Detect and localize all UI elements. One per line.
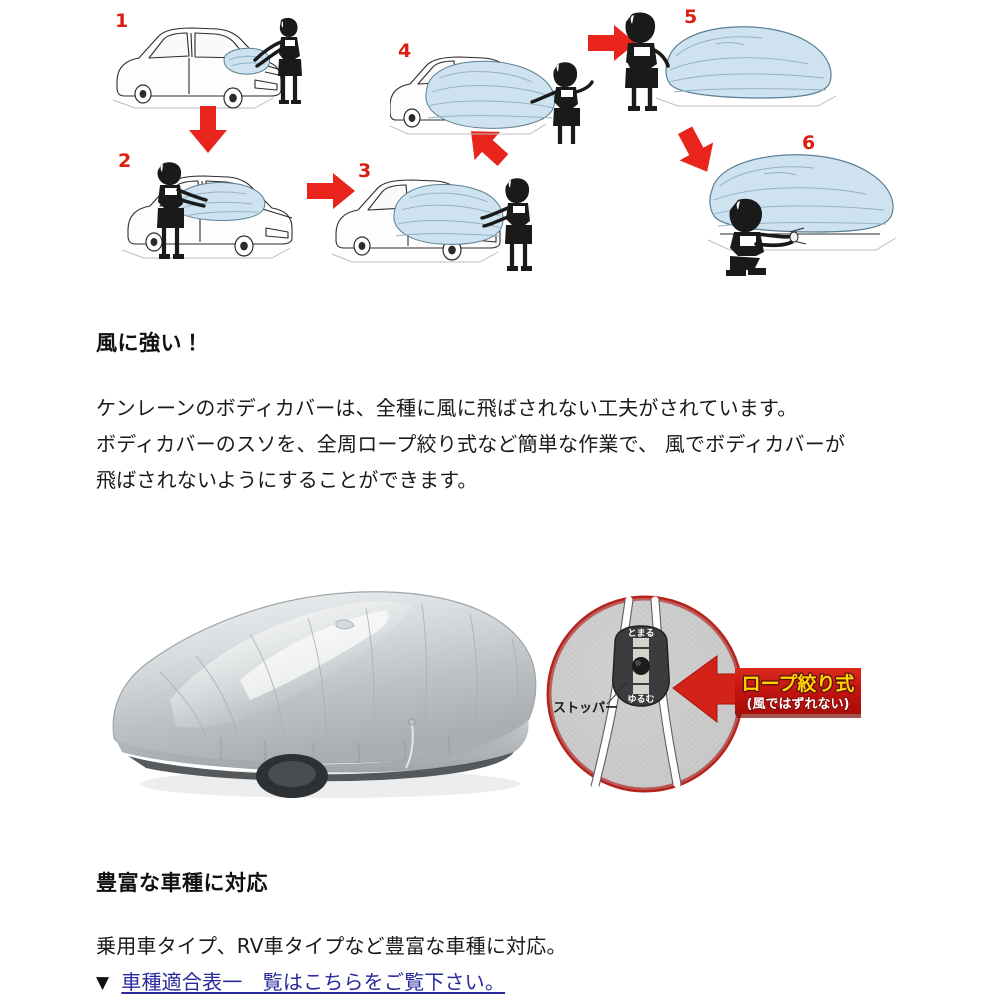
cover-step-2	[171, 182, 266, 221]
stopper-top-label: とまる	[627, 628, 654, 639]
arrow-step3-to-step4	[464, 118, 516, 172]
wind-section-heading: 風に強い！	[96, 331, 204, 355]
vehicles-section-heading: 豊富な車種に対応	[96, 871, 268, 895]
vehicle-compatibility-link[interactable]: 車種適合表一 覧はこちらをご覧下さい。	[121, 970, 506, 994]
person-step-5	[625, 12, 670, 111]
vehicles-paragraph-line-1: 乗用車タイプ、RV車タイプなど豊富な車種に対応。	[96, 934, 567, 958]
step-6-number: 6	[802, 132, 816, 154]
wind-paragraph-line-2: ボディカバーのスソを、全周ロープ絞り式など簡単な作業で、 風でボディカバーが	[96, 432, 846, 456]
person-step-6	[726, 198, 807, 276]
cover-step-5	[665, 26, 832, 99]
wind-paragraph-line-1: ケンレーンのボディカバーは、全種に風に飛ばされない工夫がされています。	[96, 396, 798, 420]
step-1-illustration: 1	[105, 4, 305, 124]
step-3-svg	[331, 178, 532, 271]
step-2-number: 2	[118, 150, 132, 172]
step-4-number: 4	[398, 40, 412, 62]
step-4-illustration: 4	[389, 40, 600, 150]
cover-step-3	[393, 183, 504, 245]
step-3-number: 3	[358, 160, 372, 182]
step-5-illustration: 5	[612, 2, 842, 122]
wind-section: 風に強い！	[96, 330, 204, 357]
step-5-number: 5	[684, 6, 698, 28]
product-photo-section: とまる ゆるむ ストッパー ロープ絞り式 (風ではずれない)	[0, 560, 1000, 820]
step-2-illustration: 2	[118, 146, 318, 276]
wind-section-paragraph: ケンレーンのボディカバーは、全種に風に飛ばされない工夫がされています。 ボディカ…	[96, 390, 845, 498]
step-3-illustration: 3	[330, 158, 540, 278]
person-step-4	[530, 62, 594, 144]
step-2-svg	[121, 162, 293, 259]
person-step-1	[253, 17, 302, 104]
instruction-diagram: 1	[0, 0, 1000, 300]
step-1-svg	[112, 17, 302, 109]
arrow-step5-to-step6	[672, 124, 726, 180]
wind-paragraph-line-3: 飛ばされないようにすることができます。	[96, 468, 478, 492]
stopper-body: とまる ゆるむ	[612, 625, 670, 707]
person-step-2	[157, 162, 208, 259]
arrow-step2-to-step3	[305, 170, 357, 216]
arrow-step1-to-step2	[186, 104, 232, 160]
step-4-svg	[389, 56, 594, 144]
cover-step-4	[425, 60, 556, 129]
product-photo-cover-on-car	[100, 560, 550, 810]
stopper-label-text: ストッパー	[553, 701, 618, 716]
banner-subtitle-text: (風ではずれない)	[747, 696, 850, 712]
step-6-svg	[707, 154, 897, 276]
step-6-illustration: 6	[690, 128, 920, 278]
person-step-3	[480, 178, 532, 271]
rope-stopper-detail: とまる ゆるむ ストッパー ロープ絞り式 (風ではずれない)	[545, 590, 865, 805]
rope-system-banner: ロープ絞り式 (風ではずれない)	[735, 668, 861, 718]
triangle-down-icon: ▼	[96, 973, 110, 993]
step-5-svg	[625, 12, 837, 111]
tie-cord	[405, 718, 416, 769]
vehicles-section: 豊富な車種に対応	[96, 870, 268, 897]
vehicle-compatibility-link-row: ▼ 車種適合表一 覧はこちらをご覧下さい。	[96, 964, 567, 1001]
vehicles-section-body: 乗用車タイプ、RV車タイプなど豊富な車種に対応。 ▼ 車種適合表一 覧はこちらをご…	[96, 928, 567, 1001]
stopper-bottom-label: ゆるむ	[627, 694, 654, 705]
banner-title-text: ロープ絞り式	[742, 672, 855, 695]
step-1-number: 1	[115, 10, 129, 32]
arrow-step4-to-step5	[586, 22, 638, 68]
